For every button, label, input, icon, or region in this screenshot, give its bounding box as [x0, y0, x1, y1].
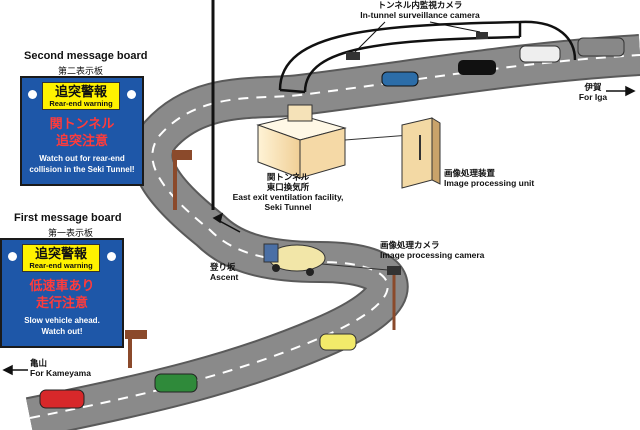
board-lamp-left: [28, 90, 37, 99]
facility-en-1: East exit ventilation facility,: [232, 192, 344, 202]
road-cars: [39, 333, 357, 409]
facility-ja-2: 東口換気所: [266, 182, 310, 192]
to-iga-en: For Iga: [578, 92, 608, 102]
road: [25, 34, 640, 430]
warning-ja: 追突警報: [54, 84, 107, 99]
to-iga-ja: 伊賀: [584, 82, 602, 92]
processing-camera: [387, 266, 401, 275]
processing-unit-label: 画像処理装置 Image processing unit: [444, 168, 534, 188]
board-msg-en-1: Watch out for rear-end: [39, 154, 125, 163]
arrows: [2, 85, 636, 376]
tunnel-camera-en: In-tunnel surveillance camera: [360, 10, 480, 20]
ascent-en: Ascent: [210, 272, 239, 282]
warning-panel: 追突警報 Rear-end warning: [42, 82, 120, 110]
first-board-title: First message board: [14, 212, 122, 224]
facility-ja-1: 関トンネル: [266, 172, 310, 182]
warning-panel: 追突警報 Rear-end warning: [22, 244, 100, 272]
tunnel-camera-ja: トンネル内監視カメラ: [377, 0, 463, 10]
board-line1-ja: 関トンネル: [49, 116, 115, 131]
processing-unit-ja: 画像処理装置: [444, 168, 496, 178]
tunnel: [278, 20, 577, 94]
board-msg-en-2: collision in the Seki Tunnel!: [29, 165, 135, 174]
board-lamp-right: [107, 252, 116, 261]
board-line1-ja: 低速車あり: [29, 278, 95, 293]
board-lamp-left: [8, 252, 17, 261]
image-processing-unit: [401, 117, 441, 189]
tunnel-camera-1: [346, 52, 360, 60]
processing-camera-label: 画像処理カメラ Image processing camera: [380, 240, 484, 260]
tunnel-cars: [381, 37, 625, 87]
to-kameyama-en: For Kameyama: [30, 368, 91, 378]
processing-unit-en: Image processing unit: [444, 178, 535, 188]
board-lamp-right: [127, 90, 136, 99]
board-msg-en-1: Slow vehicle ahead.: [24, 316, 100, 325]
board-line2-ja: 追突注意: [55, 133, 108, 148]
second-board-title: Second message board: [24, 50, 148, 62]
facility-label: 関トンネル 東口換気所 East exit ventilation facili…: [228, 172, 348, 212]
first-message-board: 追突警報 Rear-end warning 低速車あり 走行注意 Slow ve…: [0, 238, 124, 348]
warning-ja: 追突警報: [34, 246, 87, 261]
to-kameyama-ja: 亀山: [30, 358, 48, 368]
board-line2-ja: 走行注意: [35, 295, 88, 310]
first-board-title-ja: 第一表示板: [48, 228, 94, 238]
truck: [263, 243, 326, 276]
ascent-label: 登り坂 Ascent: [210, 262, 238, 282]
warning-en: Rear-end warning: [29, 261, 93, 270]
ascent-ja: 登り坂: [210, 262, 236, 272]
facility-en-2: Seki Tunnel: [264, 202, 312, 212]
tunnel-camera-2: [476, 32, 488, 39]
board-msg-en-2: Watch out!: [41, 327, 83, 336]
second-message-board: 追突警報 Rear-end warning 関トンネル 追突注意 Watch o…: [20, 76, 144, 186]
warning-en: Rear-end warning: [49, 99, 113, 108]
ventilation-facility: [256, 104, 347, 179]
tunnel-camera-label: トンネル内監視カメラ In-tunnel surveillance camera: [350, 0, 490, 20]
processing-camera-en: Image processing camera: [380, 250, 485, 260]
second-board-title-ja: 第二表示板: [58, 66, 104, 76]
processing-camera-ja: 画像処理カメラ: [380, 240, 440, 250]
to-iga-label: 伊賀 For Iga: [568, 82, 618, 102]
to-kameyama-label: 亀山 For Kameyama: [30, 358, 91, 378]
